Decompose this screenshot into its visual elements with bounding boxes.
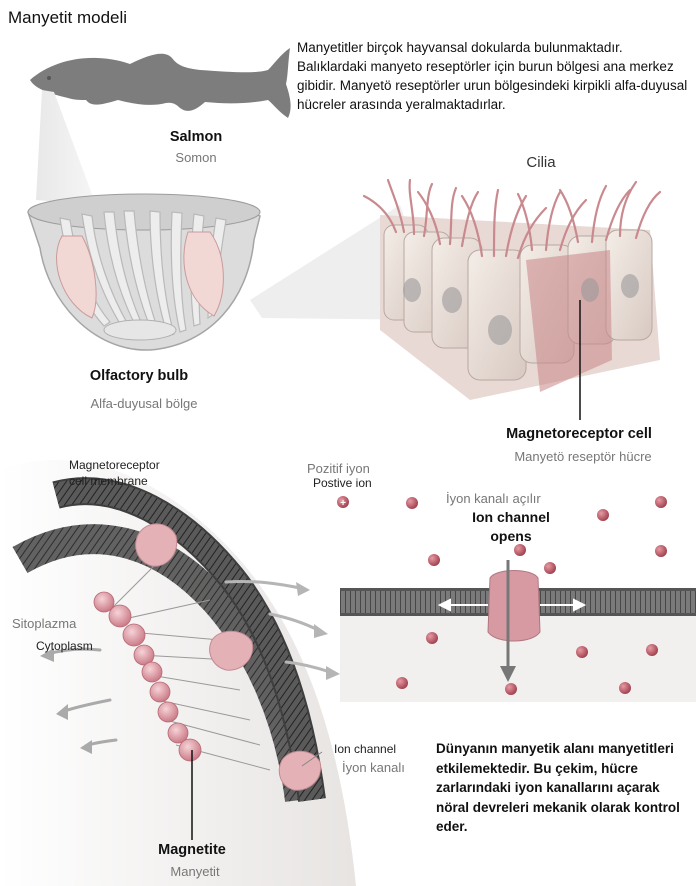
olfactory-bulb-label: Olfactory bulb — [89, 368, 189, 384]
svg-text:+: + — [340, 498, 346, 509]
olfactory-bulb-label-tr: Alfa-duyusal bölge — [90, 396, 198, 411]
intro-text: Manyetitler birçok hayvansal dokularda b… — [297, 40, 688, 112]
membrane-label-line2: cell membrane — [69, 474, 148, 488]
salmon-silhouette — [30, 48, 291, 118]
ion-channel-label: Ion channel — [334, 742, 397, 756]
positive-ion-label-tr: Pozitif iyon — [307, 461, 370, 476]
ion-channel-opens-label-tr: İyon kanalı açılır — [446, 491, 541, 506]
ion-channel-panel: + — [337, 496, 696, 702]
positive-ion-label: Postive ion — [313, 476, 372, 490]
magnetoreceptor-cell-label: Magnetoreceptor cell — [506, 426, 652, 442]
ion-channel-opens-label-line1: Ion channel — [472, 509, 550, 525]
cilia-label: Cilia — [526, 154, 556, 171]
diagram-title: Manyetit modeli — [8, 8, 128, 27]
magnetoreceptor-cell-label-tr: Manyetö reseptör hücre — [514, 449, 652, 464]
outro-text: Dünyanın manyetik alanı manyetitleri etk… — [436, 741, 680, 834]
ion-channel-leader — [301, 751, 323, 767]
ion-channel-label-tr: İyon kanalı — [342, 760, 405, 775]
membrane-illustration — [0, 460, 356, 886]
magnetite-label: Magnetite — [158, 842, 226, 858]
cell-block-illustration — [362, 178, 662, 420]
salmon-label: Salmon — [169, 129, 223, 145]
membrane-label-line1: Magnetoreceptor — [69, 458, 160, 472]
salmon-label-tr: Somon — [175, 150, 217, 165]
zoom-cone-fish — [36, 90, 96, 205]
magnetite-label-tr: Manyetit — [170, 864, 220, 879]
olfactory-bulb-illustration — [27, 193, 261, 351]
sitoplazma-label: Sitoplazma — [12, 616, 77, 631]
ion-channel-opens-label-line2: opens — [490, 528, 532, 544]
cytoplasm-label: Cytoplasm — [36, 639, 93, 653]
